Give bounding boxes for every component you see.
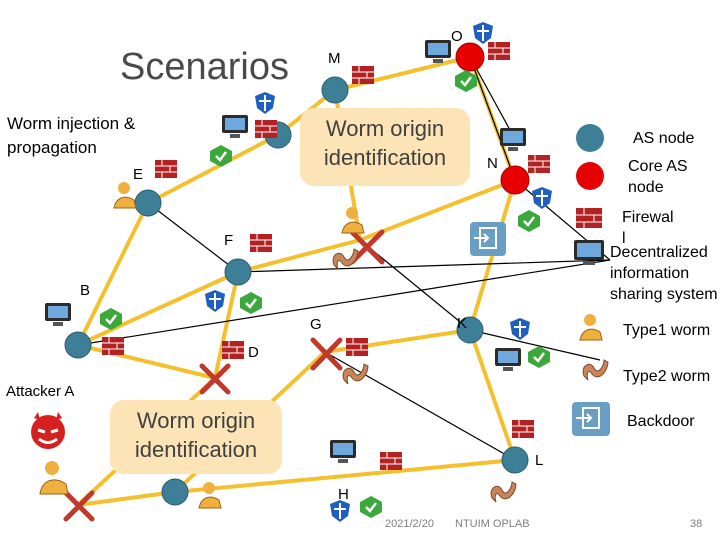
node-label-f: F <box>224 232 234 249</box>
node-label-l: L <box>535 452 544 469</box>
check-icon <box>360 496 382 518</box>
check-icon <box>240 292 262 314</box>
node-f <box>224 258 252 286</box>
legend-firewall-icon <box>576 208 602 228</box>
legend-computer-icon <box>574 240 604 265</box>
check-icon <box>210 145 232 167</box>
as-nodes <box>64 76 529 506</box>
computer-icon <box>495 348 521 371</box>
node-h <box>161 478 189 506</box>
computer-icon <box>45 303 71 326</box>
shield-icon <box>330 500 350 522</box>
node-label-b: B <box>80 282 91 299</box>
worm-icon <box>332 248 359 270</box>
check-icons <box>100 70 550 518</box>
node-l <box>501 446 529 474</box>
legend-as-node-icon <box>576 124 604 152</box>
shield-icons <box>205 22 552 522</box>
check-icon <box>518 210 540 232</box>
legend-backdoor: Backdoor <box>627 413 695 430</box>
shield-icon <box>255 92 275 114</box>
worm-icon <box>342 363 369 385</box>
node-k <box>456 316 484 344</box>
shield-icon <box>205 290 225 312</box>
node-b <box>64 331 92 359</box>
check-icon <box>100 308 122 330</box>
legend-decentralized: Decentralized information sharing system <box>610 244 718 303</box>
legend-type2-worm-icon <box>582 359 609 381</box>
slide-title: Scenarios <box>120 46 289 88</box>
node-label-m: M <box>328 50 341 67</box>
legend-core-as-node: Core AS node <box>628 158 688 196</box>
node-label-h: H <box>338 486 349 503</box>
firewall-icon <box>346 338 368 356</box>
firewall-icon <box>528 155 550 173</box>
worm-icon <box>490 481 517 503</box>
firewall-icon <box>222 341 244 359</box>
legend-as-node: AS node <box>633 130 695 147</box>
check-icon <box>455 70 477 92</box>
firewall-icon <box>380 452 402 470</box>
shield-icon <box>510 318 530 340</box>
node-label-e: E <box>133 166 144 183</box>
firewall-icons <box>102 42 550 470</box>
core-nodes <box>455 42 530 195</box>
computer-icon <box>500 128 526 151</box>
firewall-icon <box>512 420 534 438</box>
legend-firewall: Firewal l <box>622 209 674 247</box>
firewall-icon <box>250 234 272 252</box>
legend-type1-worm: Type1 worm <box>623 322 711 339</box>
node-e <box>134 189 162 217</box>
computer-icons <box>45 40 526 463</box>
node-label-d: D <box>248 344 259 361</box>
footer-org: NTUIM OPLAB <box>455 518 530 530</box>
type1-worm-icon <box>198 482 222 509</box>
legend-type1-worm-icon <box>579 314 603 341</box>
node-n <box>500 165 530 195</box>
shield-icon <box>532 187 552 209</box>
callout-top: Worm origin identification <box>300 108 470 186</box>
footer-page: 38 <box>690 518 703 530</box>
callout-bottom: Worm origin identification <box>110 400 282 474</box>
slide-subtitle: Worm injection & propagation <box>7 114 136 157</box>
attacker-label: Attacker A <box>6 383 75 400</box>
node-m <box>321 76 349 104</box>
type1-worm-icon <box>113 182 137 209</box>
shield-icon <box>473 22 493 44</box>
node-label-k: K <box>457 315 468 332</box>
attacker-devil-icon <box>31 412 65 449</box>
firewall-icon <box>102 337 124 355</box>
attacker-worm-icon <box>39 461 69 495</box>
legend-backdoor-icon <box>572 402 610 436</box>
node-label-n: N <box>487 155 498 172</box>
infected-markers <box>63 229 385 522</box>
node-label-g: G <box>310 316 322 333</box>
backdoor-icon <box>470 222 506 256</box>
node-label-o: O <box>451 28 463 45</box>
legend-glyphs <box>572 124 610 436</box>
node-o <box>455 42 485 72</box>
firewall-icon <box>488 42 510 60</box>
type1-worm-icons <box>113 182 365 509</box>
info-sharing-links <box>77 56 611 461</box>
firewall-icon <box>255 120 277 138</box>
computer-icon <box>330 440 356 463</box>
legend-type2-worm: Type2 worm <box>623 368 711 385</box>
check-icon <box>528 346 550 368</box>
computer-icon <box>425 40 451 63</box>
computer-icon <box>222 115 248 138</box>
type1-worm-icon <box>341 207 365 234</box>
firewall-icon <box>352 66 374 84</box>
legend-core-node-icon <box>576 162 604 190</box>
firewall-icon <box>155 160 177 178</box>
footer-date: 2021/2/20 <box>385 518 434 530</box>
